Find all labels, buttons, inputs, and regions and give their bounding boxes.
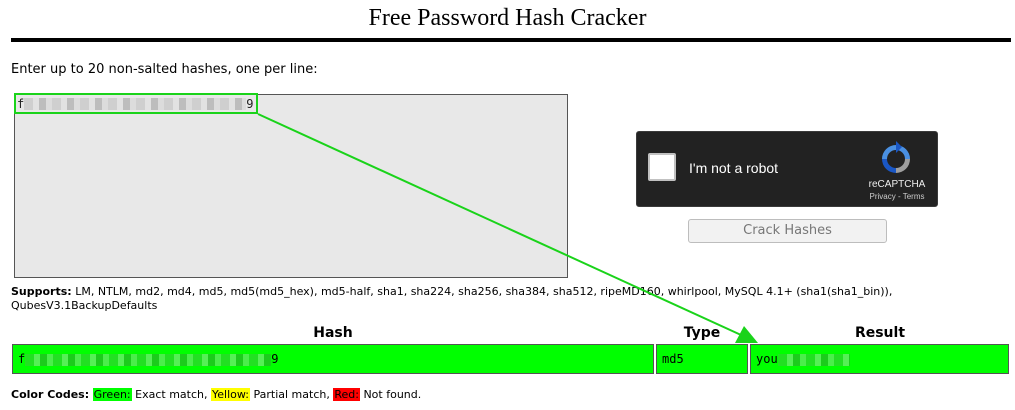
instructions-text: Enter up to 20 non-salted hashes, one pe… [11, 62, 318, 77]
captcha-checkbox[interactable] [648, 153, 676, 181]
supports-list: LM, NTLM, md2, md4, md5, md5(md5_hex), m… [11, 285, 893, 312]
hash-input-line: f 9 [17, 97, 253, 111]
green-description: Exact match, [135, 388, 208, 401]
captcha-privacy-terms-links[interactable]: Privacy - Terms [869, 192, 925, 201]
redacted-hash [24, 98, 247, 110]
yellow-swatch: Yellow: [211, 388, 250, 401]
supported-algorithms: Supports: LM, NTLM, md2, md4, md5, md5(m… [11, 285, 1006, 313]
hash-input[interactable] [14, 94, 568, 278]
result-type-cell: md5 [656, 344, 748, 374]
redacted-hash [25, 353, 272, 366]
supports-label: Supports: [11, 285, 72, 298]
crack-hashes-button[interactable]: Crack Hashes [688, 219, 887, 243]
captcha-brand: reCAPTCHA [868, 179, 926, 190]
title-divider [11, 38, 1011, 42]
result-hash-first-char: f [18, 352, 26, 366]
red-description: Not found. [363, 388, 422, 401]
color-codes-label: Color Codes: [11, 388, 90, 401]
result-prefix: you [756, 352, 778, 366]
column-header-result: Result [854, 325, 906, 341]
result-value-cell: you [750, 344, 1009, 374]
red-swatch: Red: [333, 388, 360, 401]
captcha-label: I'm not a robot [689, 160, 779, 176]
result-hash-last-char: 9 [271, 352, 279, 366]
hash-first-char: f [17, 97, 25, 111]
recaptcha-icon [882, 141, 910, 173]
yellow-description: Partial match, [253, 388, 330, 401]
page-title: Free Password Hash Cracker [368, 5, 647, 31]
green-swatch: Green: [92, 388, 132, 401]
hash-last-char: 9 [246, 97, 254, 111]
redacted-result [777, 353, 850, 366]
column-header-hash: Hash [313, 325, 353, 341]
column-header-type: Type [683, 325, 721, 341]
color-codes-legend: Color Codes: Green: Exact match, Yellow:… [11, 388, 421, 401]
annotation-highlight-box [14, 93, 258, 114]
